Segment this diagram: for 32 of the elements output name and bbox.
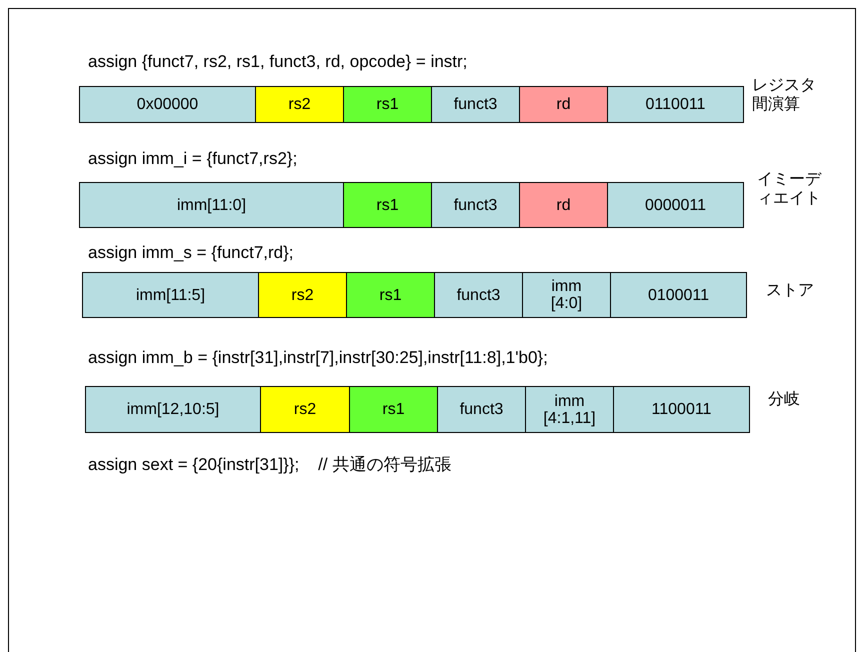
bit-field-cell: rs1 (343, 86, 432, 123)
bit-field-cell: rs2 (255, 86, 344, 123)
bit-field-cell: imm[11:5] (82, 272, 259, 318)
bit-field-cell: rs1 (343, 182, 432, 228)
bit-field-cell: rs1 (346, 272, 435, 318)
bit-field-cell: imm [4:1,11] (525, 386, 614, 433)
bit-field-cell: 0000011 (607, 182, 744, 228)
bit-field-cell: funct3 (437, 386, 526, 433)
bit-field-cell: imm[11:0] (79, 182, 344, 228)
bit-field-cell: 1100011 (613, 386, 750, 433)
bit-field-cell: 0110011 (607, 86, 744, 123)
bit-field-cell: funct3 (434, 272, 523, 318)
bit-field-cell: rd (519, 86, 608, 123)
code-line: assign {funct7, rs2, rs1, funct3, rd, opcode} = instr; (88, 52, 468, 72)
bit-field-cell: 0x00000 (79, 86, 256, 123)
code-line: assign imm_b = {instr[31],instr[7],instr[30:25],instr[11:8],1'b0}; (88, 348, 548, 368)
code-line: assign sext = {20{instr[31]}}; // 共通の符号拡張 (88, 455, 452, 475)
code-line: assign imm_s = {funct7,rd}; (88, 243, 294, 263)
bit-field-cell: imm[12,10:5] (85, 386, 261, 433)
bit-field-cell: funct3 (431, 86, 520, 123)
bit-field-cell: rs2 (258, 272, 347, 318)
bit-field-cell: funct3 (431, 182, 520, 228)
format-label: 分岐 (768, 390, 800, 409)
code-line: assign imm_i = {funct7,rs2}; (88, 149, 298, 169)
bit-field-cell: imm [4:0] (522, 272, 611, 318)
bit-field-cell: rs1 (349, 386, 438, 433)
bit-field-cell: 0100011 (610, 272, 747, 318)
bit-field-cell: rd (519, 182, 608, 228)
format-label: イミーディエイト (757, 170, 822, 208)
format-label: レジスタ間演算 (752, 76, 817, 114)
format-label: ストア (766, 281, 814, 300)
bit-field-cell: rs2 (260, 386, 350, 433)
